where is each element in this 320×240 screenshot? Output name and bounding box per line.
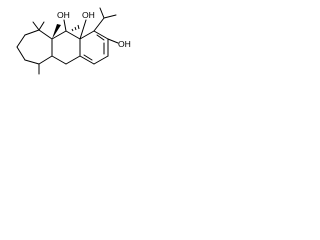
bond-gem-methyl-2 <box>38 21 45 31</box>
bond-isopropyl-methyl-right <box>103 14 117 19</box>
bond-c6-c5 <box>51 55 67 65</box>
bond-aryl-oh <box>107 38 119 44</box>
bond-c5-c10 <box>38 55 53 65</box>
bond-c9-c8a <box>65 30 81 40</box>
bond-gem-methyl-1 <box>32 21 40 31</box>
bond-isopropyl-stem <box>93 17 105 32</box>
bond-c9-oh <box>63 19 67 32</box>
bond-c4-c5 <box>24 59 40 65</box>
wedge-bond <box>52 24 61 39</box>
bond-c10-c9 <box>51 30 67 40</box>
bond-c10-c1 <box>38 29 53 40</box>
bond-c2-c3 <box>16 34 26 48</box>
bond-c1-c2 <box>24 29 40 36</box>
bond-ar-1 <box>79 30 95 40</box>
oh-label-top-left: OH <box>57 10 70 20</box>
stereo-bonds <box>52 24 80 39</box>
bond-ar-4 <box>93 55 109 65</box>
chemical-structure-canvas: OH OH OH <box>0 0 144 78</box>
chemical-structure-diagram: OH OH OH <box>16 7 131 75</box>
bond-ar-5 <box>79 55 95 65</box>
bond-c8b-c6 <box>65 55 81 65</box>
oh-label-right: OH <box>118 39 131 49</box>
bond-ar-double-1 <box>96 34 105 41</box>
bond-c8-oh <box>79 19 87 40</box>
bond-ar-double-3 <box>83 54 93 61</box>
bond-c3-c4 <box>16 46 26 61</box>
bond-lines <box>16 7 119 75</box>
oh-label-top-right: OH <box>82 10 95 20</box>
bond-isopropyl-methyl-top <box>99 7 105 19</box>
bond-ar-2 <box>93 30 109 40</box>
hashed-bond <box>71 24 80 32</box>
